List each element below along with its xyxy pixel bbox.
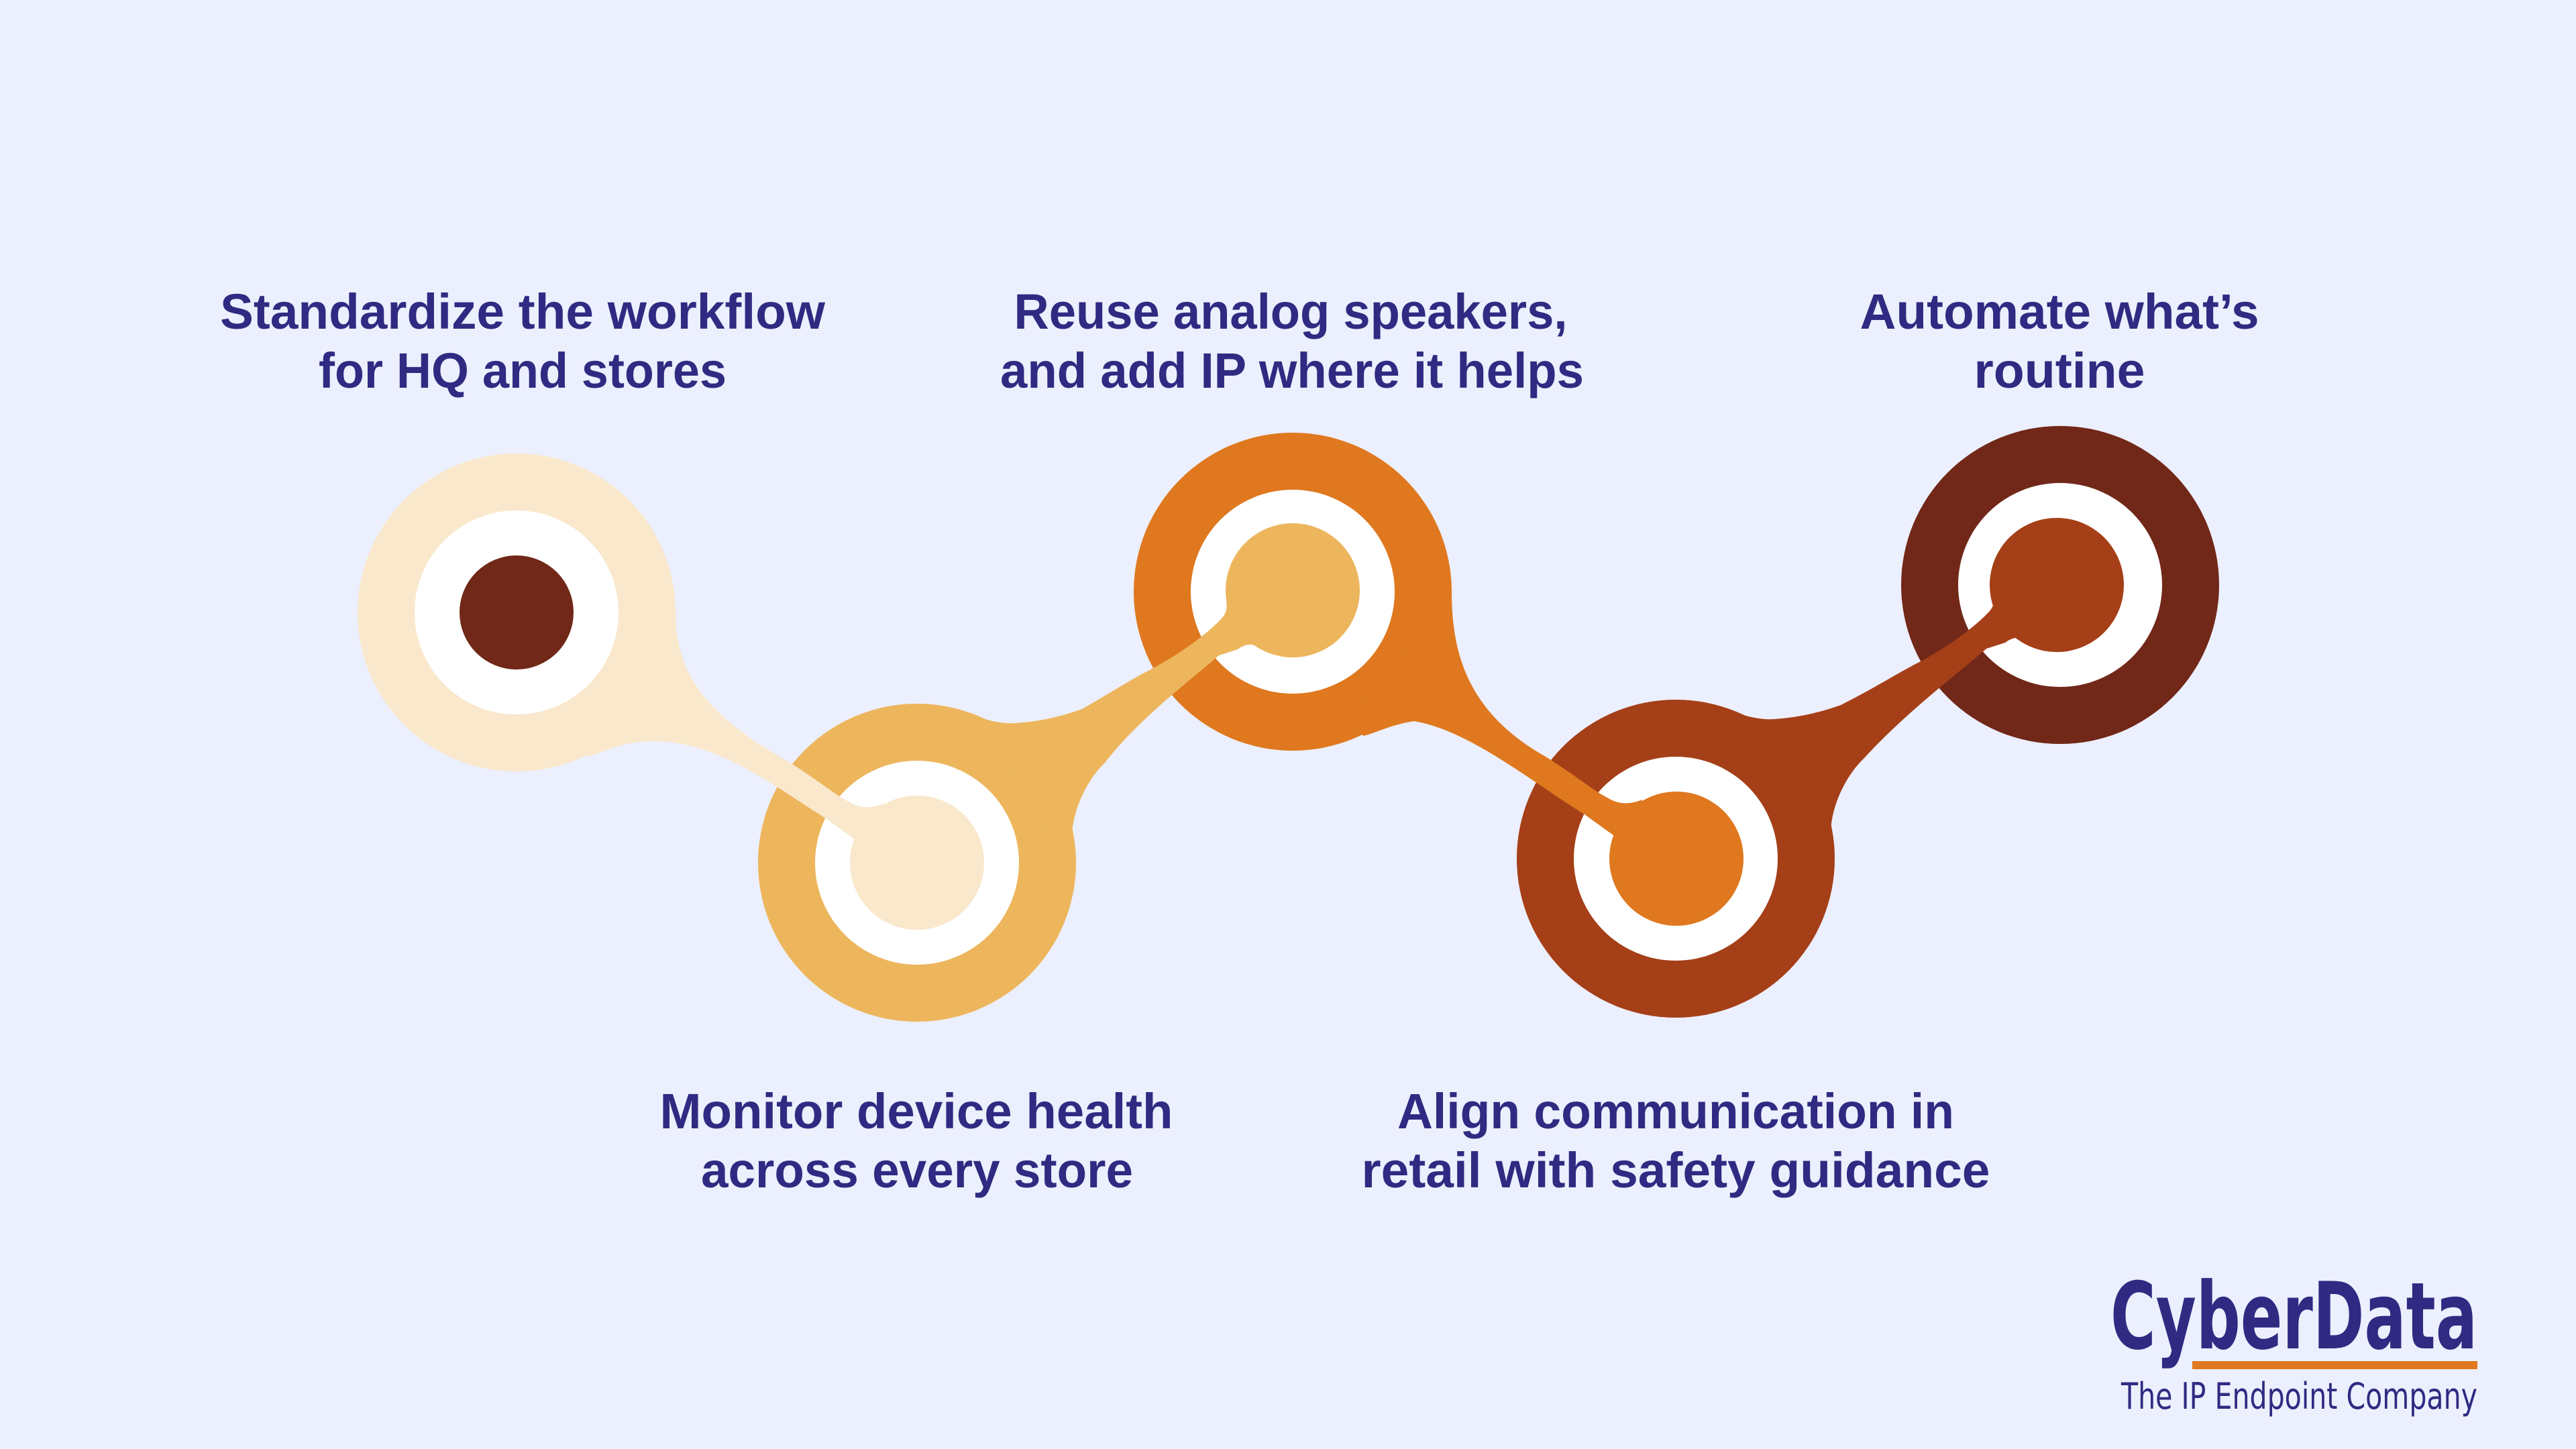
- step-5-label-line-1: Automate what’s: [1860, 284, 2259, 339]
- connector-2-3: [924, 602, 1266, 863]
- step-4-label-line-1: Align communication in: [1397, 1083, 1954, 1139]
- logo-underline: [2192, 1361, 2477, 1369]
- connectors: [574, 592, 2033, 863]
- step-1-label-line-1: Standardize the workflow: [220, 284, 825, 339]
- node-4-center: [1609, 792, 1743, 926]
- step-3-label-line-1: Reuse analog speakers,: [1014, 284, 1568, 339]
- step-labels: Standardize the workflow for HQ and stor…: [220, 284, 2259, 1198]
- logo-tagline: The IP Endpoint Company: [2121, 1375, 2477, 1417]
- node-1-center-dot: [460, 555, 574, 669]
- step-4-label-line-2: retail with safety guidance: [1362, 1142, 1990, 1198]
- step-5-label-line-2: routine: [1974, 343, 2145, 398]
- node-2-center: [850, 796, 984, 930]
- connector-4-5: [1682, 595, 2033, 859]
- logo-wordmark: CyberData: [2110, 1263, 2477, 1371]
- node-centers: [460, 518, 2124, 930]
- step-2-label-line-1: Monitor device health: [660, 1083, 1173, 1139]
- cyberdata-logo: CyberData The IP Endpoint Company: [2110, 1263, 2477, 1417]
- step-2-label-line-2: across every store: [701, 1142, 1133, 1198]
- connector-3-4: [1350, 592, 1642, 848]
- node-5-center: [1990, 518, 2124, 652]
- connector-1-2: [574, 612, 883, 852]
- node-3-center: [1226, 523, 1360, 657]
- step-1-label-line-2: for HQ and stores: [319, 343, 727, 398]
- step-3-label-line-2: and add IP where it helps: [1000, 343, 1584, 398]
